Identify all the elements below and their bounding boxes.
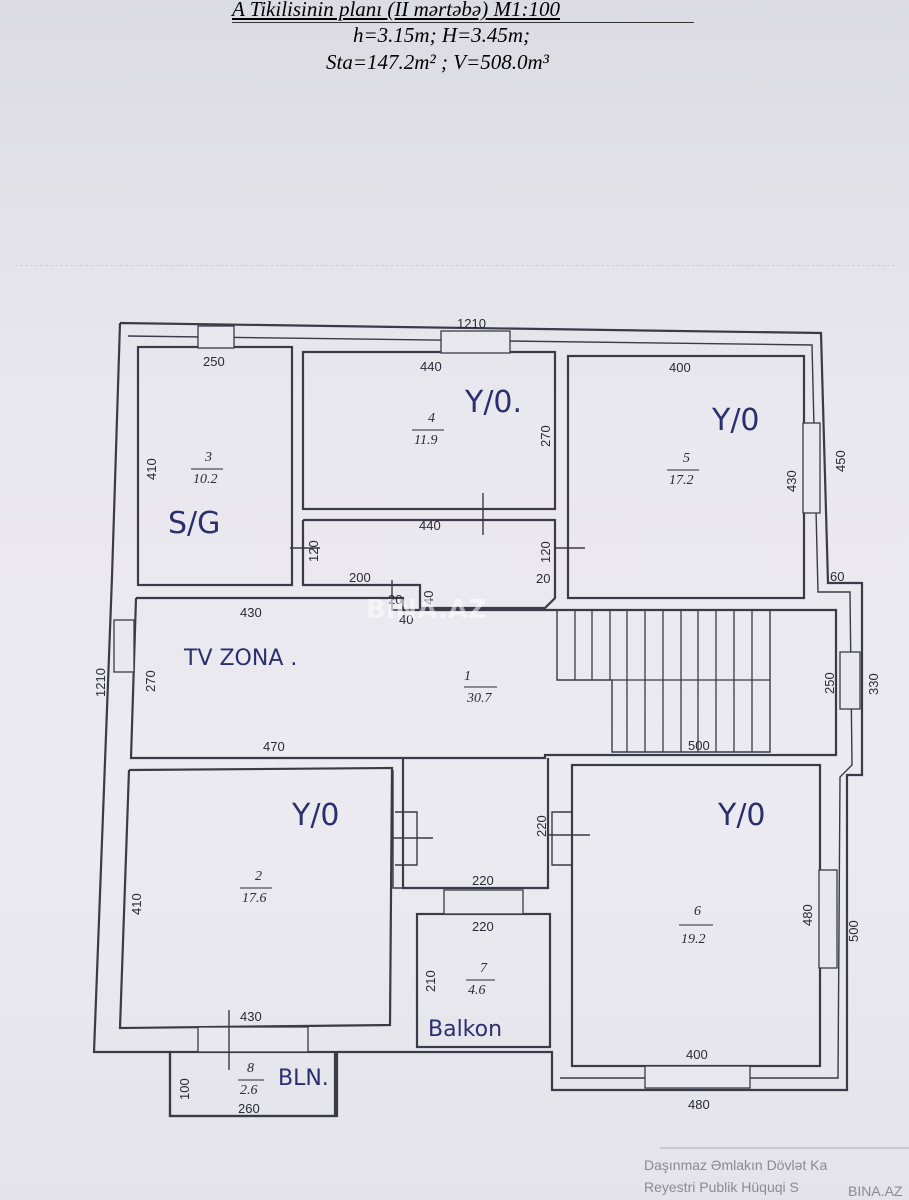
door-bln [197, 1026, 309, 1053]
room-5-area: 17.2 [669, 473, 694, 488]
dim-r6-right: 480 [800, 904, 815, 926]
dim-r1-top: 430 [240, 605, 262, 620]
note-room-6: Y/0 [717, 798, 766, 833]
room-6-area: 19.2 [681, 932, 706, 947]
dim-r4-right: 270 [538, 425, 553, 447]
outer-wall-inner [127, 335, 853, 1079]
room-7-area: 4.6 [468, 983, 486, 998]
dim-r4-top: 440 [420, 359, 442, 374]
dim-top-overall: 1210 [457, 316, 486, 331]
dim-hall-small2: 20 [536, 571, 550, 586]
dim-r2-left: 410 [129, 893, 144, 915]
dim-outer-right-mid: 330 [866, 673, 881, 695]
plan-area-volume: Sta=147.2m² ; V=508.0m³ [326, 50, 549, 74]
staircase [556, 610, 771, 753]
dim-r6-outer-bottom: 480 [688, 1097, 710, 1112]
dim-hall-small3: 40 [399, 612, 413, 627]
watermark: BINA.AZ [366, 595, 487, 625]
room-4-area: 11.9 [414, 433, 437, 448]
note-room-7: Balkon [428, 1017, 502, 1042]
stamp-corner: BINA.AZ [848, 1183, 903, 1199]
handwritten-notes: Y/0. Y/0 S/G TV ZONA . Y/0 Y/0 Balkon BL… [168, 385, 766, 1091]
note-room-2: Y/0 [291, 798, 340, 833]
dim-corr-width: 220 [472, 873, 494, 888]
room-3-number: 3 [204, 450, 212, 465]
dimension-labels: 1210 250 410 440 270 440 400 430 450 120… [93, 316, 881, 1116]
outer-wall [92, 321, 864, 1118]
door-marks [228, 493, 590, 1070]
dim-stair-right: 250 [822, 672, 837, 694]
door-balcony [443, 889, 524, 915]
dim-hall-small5: 20 [388, 592, 402, 607]
dim-r7-top: 220 [472, 919, 494, 934]
note-room-5: Y/0 [711, 403, 760, 438]
room-labels: 1 30.7 2 17.6 3 10.2 4 11.9 5 17.2 6 19.… [191, 411, 713, 1098]
dim-r6-bottom: 400 [686, 1047, 708, 1062]
dim-r5-inner: 430 [784, 470, 799, 492]
dim-r3-top: 250 [203, 354, 225, 369]
window-room-1 [113, 619, 135, 673]
note-room-3: S/G [168, 506, 220, 541]
note-room-1: TV ZONA . [183, 646, 297, 671]
room-7-number: 7 [480, 961, 488, 976]
dim-stair-bottom: 500 [688, 738, 710, 753]
note-room-4: Y/0. [464, 385, 522, 420]
dim-r8-left: 100 [177, 1078, 192, 1100]
room-4-outline [301, 350, 557, 511]
room-2-area: 17.6 [242, 891, 267, 906]
dim-r8-bottom: 260 [238, 1101, 260, 1116]
room-8-number: 8 [247, 1061, 254, 1076]
dim-hall-small6: 60 [830, 569, 844, 584]
room-1-number: 1 [464, 669, 471, 684]
room-4-number: 4 [428, 411, 435, 426]
room-1-outline [129, 596, 838, 760]
plan-heights: h=3.15m; H=3.45m; [353, 23, 531, 47]
dim-r2-bottom: 430 [240, 1009, 262, 1024]
room-1-area: 30.7 [466, 691, 493, 706]
dim-r4-bottom: 440 [419, 518, 441, 533]
dim-r5-outer: 450 [833, 450, 848, 472]
corridor-outline [401, 758, 550, 890]
stamp-line-1: Daşınmaz Əmlakın Dövlət Ka [644, 1157, 827, 1173]
corridor-wall-left [392, 770, 417, 889]
dim-hall-small1: 200 [349, 570, 371, 585]
window-stairs [839, 651, 861, 710]
dim-r6-outer: 500 [846, 920, 861, 942]
dim-hall-right: 120 [538, 541, 553, 563]
title-underline [232, 22, 694, 23]
dim-r7-left: 210 [423, 970, 438, 992]
dim-hall-small4: 40 [421, 591, 436, 605]
window-room-4 [440, 330, 511, 354]
window-room-6-bottom [644, 1065, 751, 1089]
dim-left-overall: 1210 [93, 668, 108, 697]
hall-outline [301, 518, 557, 610]
window-room-3 [197, 325, 235, 349]
note-room-8: BLN. [278, 1066, 329, 1091]
room-6-number: 6 [694, 904, 701, 919]
room-8-area: 2.6 [240, 1083, 258, 1098]
window-room-5 [802, 422, 821, 514]
room-2-outline [118, 766, 394, 1030]
window-room-6 [818, 869, 838, 969]
dim-corr-left: 220 [534, 815, 549, 837]
dim-r1-left: 270 [143, 670, 158, 692]
dim-r5-top: 400 [669, 360, 691, 375]
room-5-number: 5 [683, 451, 690, 466]
room-3-outline [136, 345, 294, 587]
paper-fold [15, 265, 895, 266]
dim-r1-bottom: 470 [263, 739, 285, 754]
dim-r3-left: 410 [144, 458, 159, 480]
registry-stamp: Daşınmaz Əmlakın Dövlət Ka Reyestri Publ… [644, 1147, 909, 1199]
plan-title: A Tikilisinin planı (II mərtəbə) M1:100 [232, 0, 560, 21]
dim-hall-left: 120 [306, 540, 321, 562]
room-3-area: 10.2 [193, 472, 218, 487]
stamp-line-2: Reyestri Publik Hüquqi S [644, 1179, 799, 1195]
room-2-number: 2 [255, 869, 262, 884]
